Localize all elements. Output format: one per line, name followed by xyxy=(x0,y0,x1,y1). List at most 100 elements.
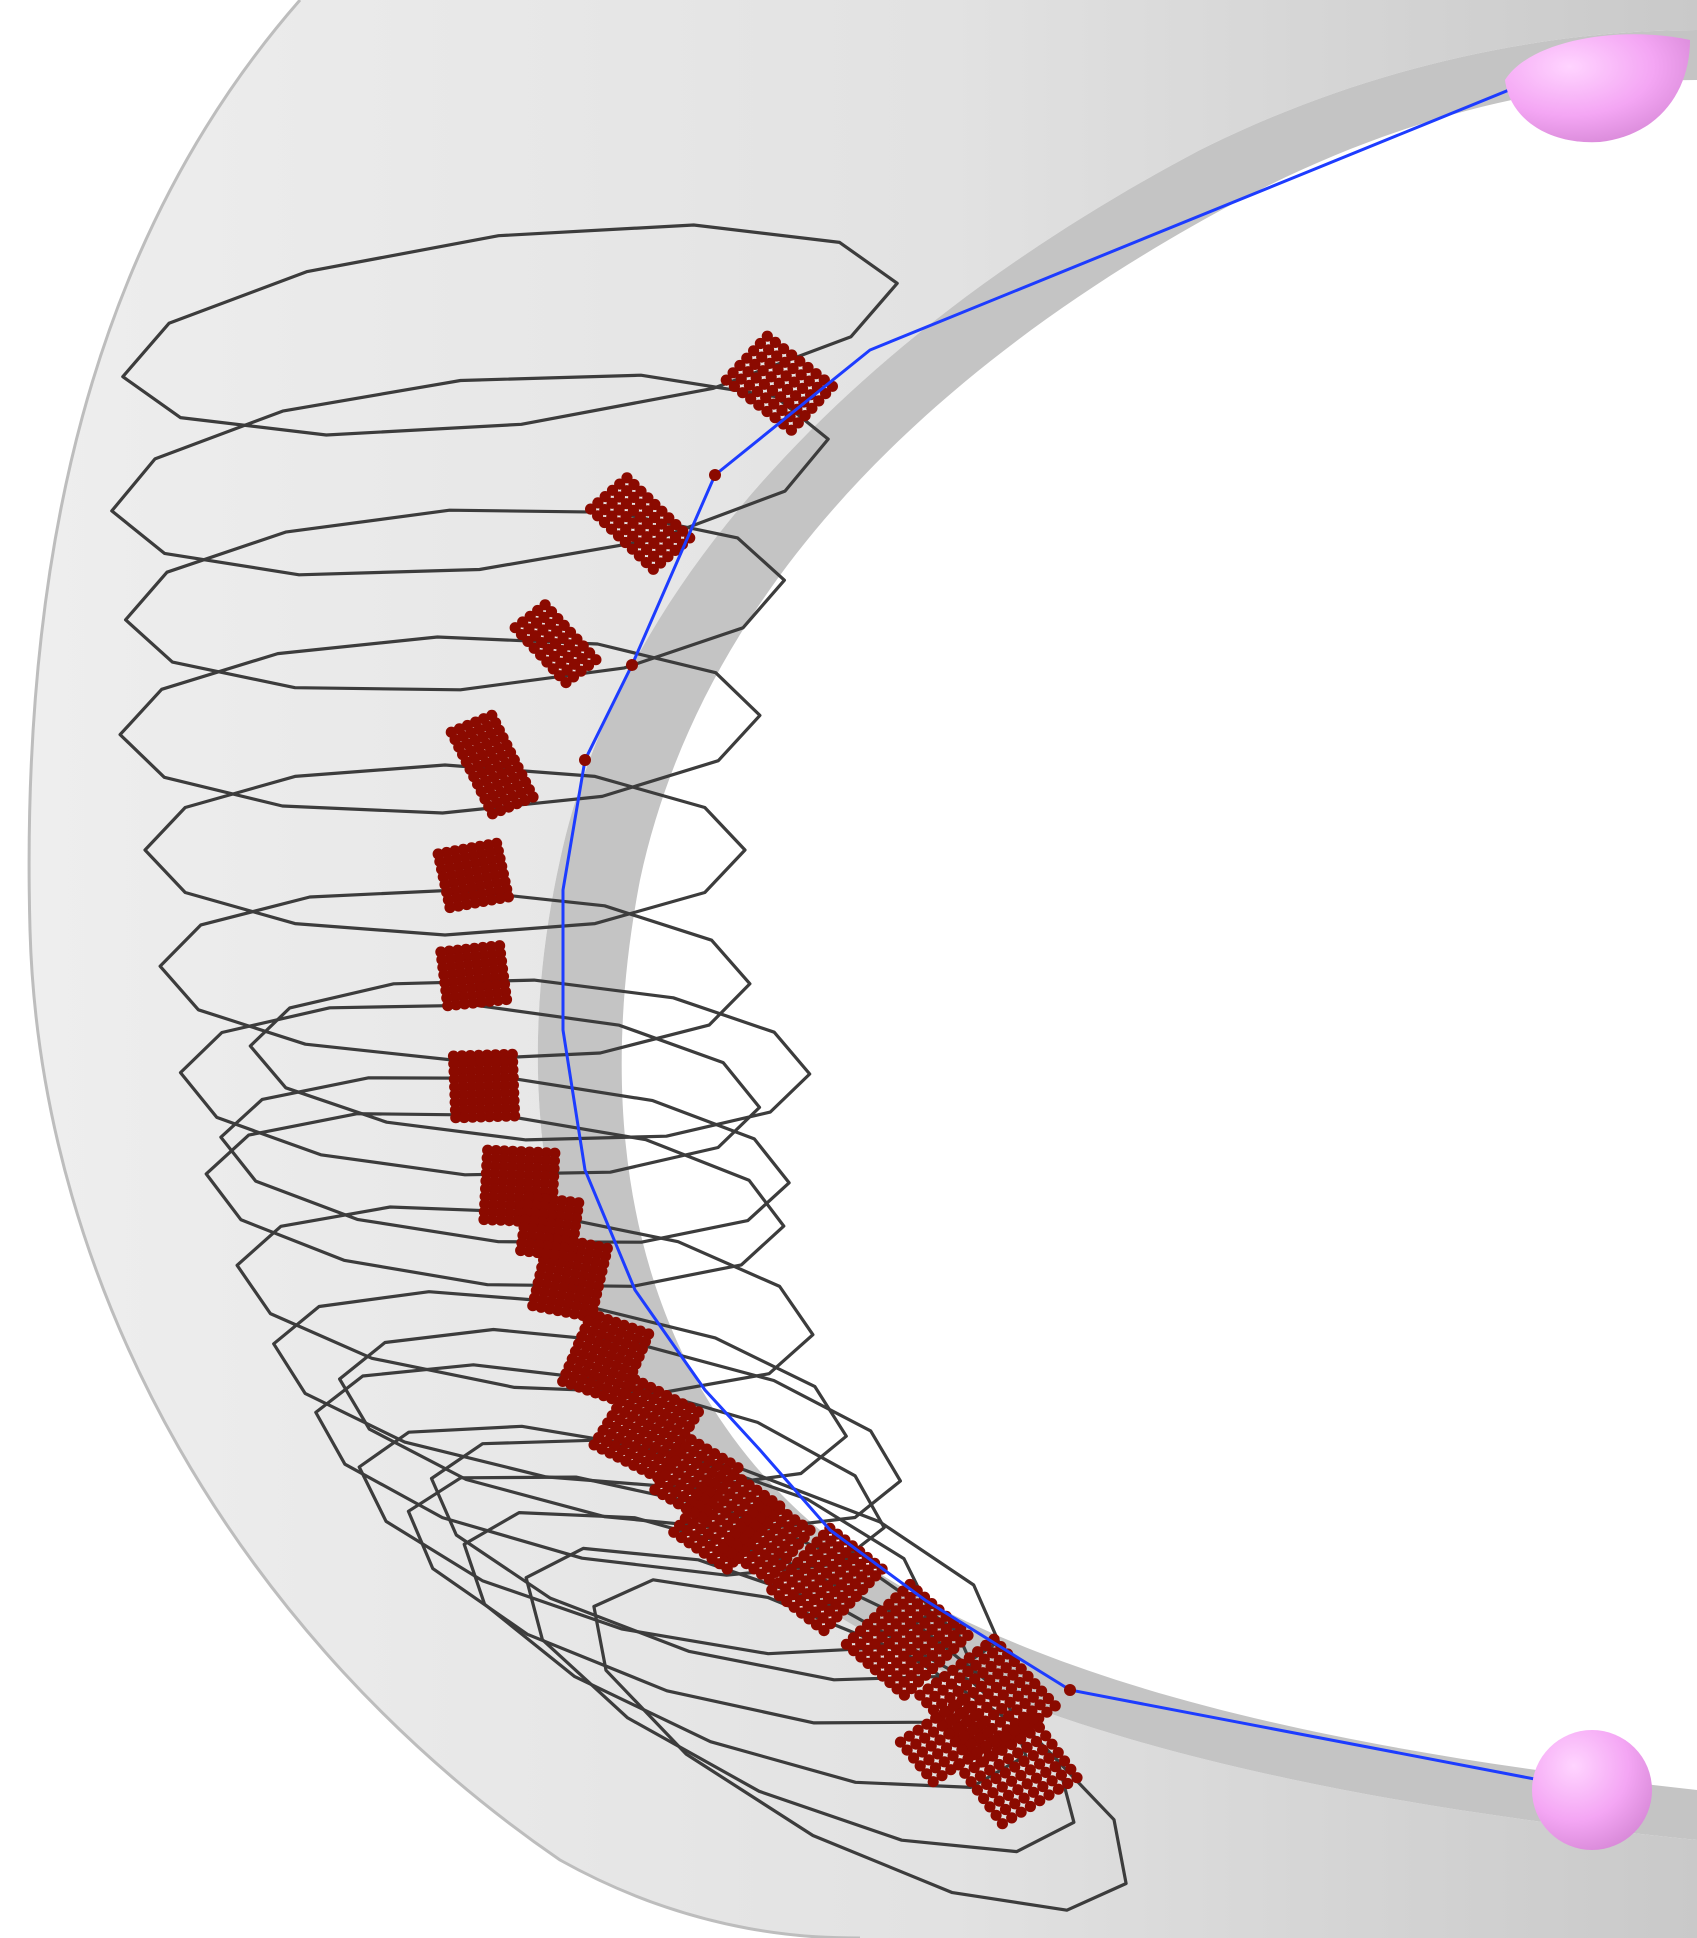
particle xyxy=(883,1650,896,1663)
particle xyxy=(503,1215,515,1227)
particle xyxy=(954,1708,966,1720)
particle xyxy=(993,1654,1006,1666)
particle xyxy=(1052,1747,1064,1759)
particle xyxy=(776,404,788,416)
particle xyxy=(634,511,646,523)
particle xyxy=(599,491,611,503)
particle xyxy=(655,518,668,530)
particle xyxy=(648,550,660,562)
particle xyxy=(820,388,832,400)
particle xyxy=(996,1818,1009,1830)
particle xyxy=(954,1758,966,1770)
particle xyxy=(728,380,741,392)
particle xyxy=(969,1710,981,1722)
particle xyxy=(912,1650,924,1662)
particle xyxy=(641,544,653,556)
particle xyxy=(999,1675,1011,1687)
particle xyxy=(869,1664,882,1676)
particle xyxy=(613,491,626,503)
particle xyxy=(662,538,674,550)
particle xyxy=(1043,1752,1055,1764)
particle xyxy=(890,1631,903,1643)
particle xyxy=(891,1644,903,1656)
particle xyxy=(905,1630,917,1643)
particle xyxy=(990,1773,1002,1785)
particle xyxy=(620,498,633,510)
particle xyxy=(862,1644,874,1656)
particle xyxy=(620,510,632,523)
particle xyxy=(742,366,754,378)
particle xyxy=(758,378,771,390)
particle xyxy=(962,1629,974,1641)
particle xyxy=(939,1671,951,1683)
particle xyxy=(923,1754,935,1766)
particle xyxy=(1040,1766,1052,1778)
particle xyxy=(929,1762,942,1774)
particle xyxy=(751,386,764,398)
particle xyxy=(642,505,654,517)
particle xyxy=(941,1649,953,1661)
particle xyxy=(977,1667,989,1679)
particle xyxy=(855,1651,867,1663)
particle xyxy=(947,1700,959,1712)
particle xyxy=(484,995,496,1007)
particle xyxy=(937,1684,949,1696)
particle xyxy=(763,344,775,356)
particle xyxy=(987,1647,999,1659)
particle xyxy=(486,894,498,906)
particle xyxy=(840,1638,853,1650)
particle xyxy=(982,1688,994,1700)
particle xyxy=(1049,1761,1061,1773)
particle-grids xyxy=(432,330,1083,1830)
particle xyxy=(947,1664,959,1676)
particle xyxy=(557,1375,569,1387)
particle xyxy=(932,1748,944,1760)
particle xyxy=(1018,1755,1030,1767)
particle xyxy=(910,1738,922,1750)
particle xyxy=(773,377,785,389)
particle xyxy=(897,1598,909,1610)
particle xyxy=(613,517,625,529)
particle xyxy=(749,358,761,370)
particle xyxy=(794,355,806,367)
particle xyxy=(670,519,682,531)
particle xyxy=(1021,1741,1033,1753)
particle xyxy=(999,1803,1012,1816)
particle xyxy=(905,1643,917,1656)
particle xyxy=(787,362,799,375)
particle xyxy=(1015,1806,1027,1818)
particle xyxy=(467,997,479,1009)
particle xyxy=(919,1643,931,1655)
particle xyxy=(469,897,481,909)
particle xyxy=(656,505,668,517)
particle xyxy=(933,1630,945,1642)
particle xyxy=(847,1632,860,1644)
particle xyxy=(500,993,513,1006)
particle xyxy=(1037,1781,1049,1793)
particle xyxy=(780,370,792,382)
particle xyxy=(757,365,769,377)
particle xyxy=(627,517,639,529)
particle xyxy=(877,1670,889,1682)
particle xyxy=(883,1624,895,1637)
particle xyxy=(962,1665,974,1678)
particle xyxy=(790,390,802,402)
particle xyxy=(904,1617,917,1630)
particle xyxy=(753,399,765,411)
particle xyxy=(515,1244,527,1257)
particle xyxy=(969,1673,981,1685)
particle xyxy=(613,504,625,516)
particle xyxy=(941,1636,953,1648)
particle xyxy=(663,512,675,524)
cross-section-outline xyxy=(429,1438,1001,1682)
particle xyxy=(458,1111,470,1124)
particle xyxy=(1002,1753,1015,1765)
particle xyxy=(557,1249,569,1262)
particle xyxy=(475,996,487,1008)
particle xyxy=(1049,1700,1061,1712)
particle xyxy=(492,994,504,1007)
particle xyxy=(640,557,652,569)
particle xyxy=(976,1718,988,1730)
particle xyxy=(978,1792,990,1805)
